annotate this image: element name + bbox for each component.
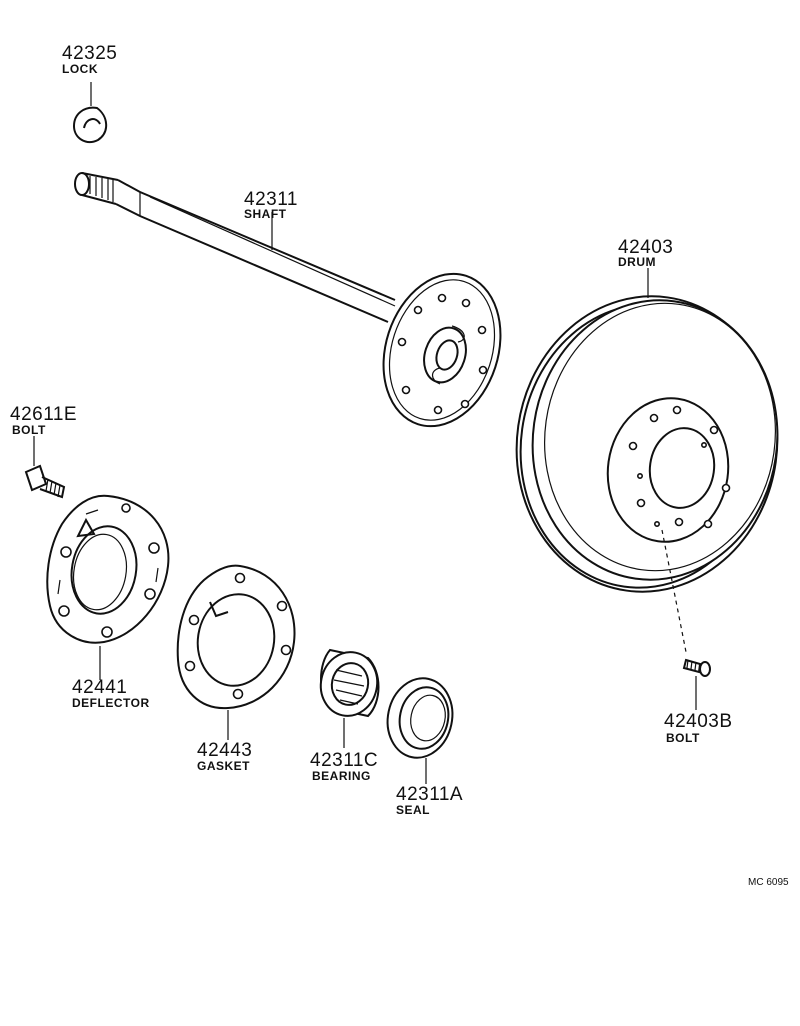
part-name-hub-bolt: BOLT	[12, 423, 46, 437]
part-number-shaft: 42311	[244, 189, 298, 210]
part-number-gasket: 42443	[197, 740, 253, 761]
part-number-drum: 42403	[618, 237, 674, 258]
part-number-bearing: 42311C	[310, 750, 379, 771]
part-name-gasket: GASKET	[197, 759, 251, 773]
gasket-drawing	[176, 564, 296, 740]
part-number-lock: 42325	[62, 43, 118, 64]
part-number-drum-bolt: 42403B	[664, 711, 733, 732]
drum-bolt-drawing	[682, 658, 711, 710]
part-name-seal: SEAL	[396, 803, 431, 817]
part-number-hub-bolt: 42611E	[10, 404, 78, 425]
bearing-drawing	[319, 648, 380, 748]
shaft-drawing	[74, 172, 502, 428]
part-number-seal: 42311A	[396, 784, 464, 805]
hub-bolt-drawing	[24, 436, 66, 499]
part-name-deflector: DEFLECTOR	[72, 696, 150, 710]
part-name-lock: LOCK	[62, 62, 98, 76]
diagram-code: MC 6095	[748, 877, 789, 888]
part-name-drum: DRUM	[618, 255, 656, 269]
drum-drawing	[515, 268, 779, 653]
part-number-deflector: 42441	[72, 677, 128, 698]
deflector-drawing	[46, 494, 170, 680]
part-name-shaft: SHAFT	[244, 207, 287, 221]
part-name-bearing: BEARING	[312, 769, 371, 783]
lock-drawing	[72, 82, 108, 144]
part-name-drum-bolt: BOLT	[666, 731, 700, 745]
seal-drawing	[386, 677, 454, 784]
